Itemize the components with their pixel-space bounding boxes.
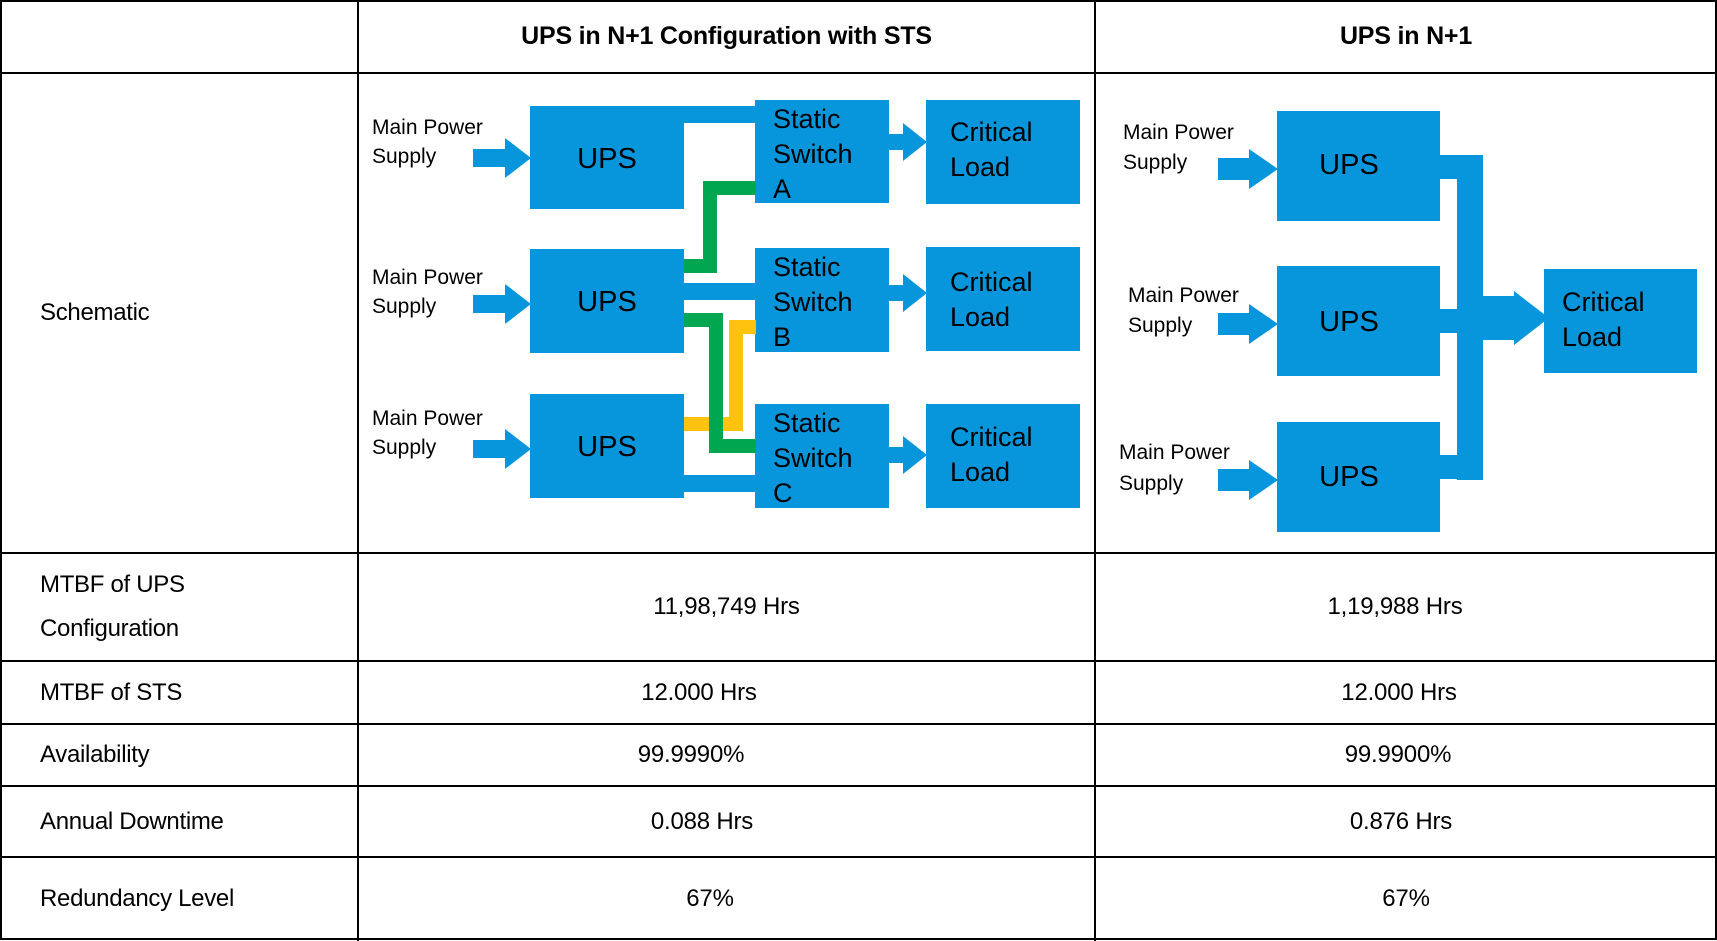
value-b-annual-downtime: 0.876 Hrs xyxy=(1349,807,1453,835)
supply-label-b1-line2: Supply xyxy=(1123,151,1188,174)
row-label-schematic: Schematic xyxy=(40,299,150,326)
value-a-annual-downtime: 0.088 Hrs xyxy=(650,807,754,835)
link-ups3-switch-c xyxy=(683,475,756,492)
switch-c-id: C xyxy=(773,478,793,508)
supply-label-a1-line1: Main Power xyxy=(372,116,483,139)
bus-output-arrow xyxy=(1483,291,1549,345)
supply-label-b1-line1: Main Power xyxy=(1123,121,1234,144)
critical-load-a-line2: Load xyxy=(950,152,1010,182)
supply-label-a3-line2: Supply xyxy=(372,436,437,459)
column-header-ups-n1-with-sts: UPS in N+1 Configuration with STS xyxy=(521,22,932,50)
supply-arrow-b3 xyxy=(1218,460,1278,500)
load-arrow-c xyxy=(888,436,927,474)
value-b-redundancy-level: 67% xyxy=(1382,885,1430,912)
supply-label-b3-line1: Main Power xyxy=(1119,441,1230,464)
switch-c-line1: Static xyxy=(773,408,841,438)
link-ups2-switch-b xyxy=(683,283,756,300)
ups-label-a3: UPS xyxy=(577,431,637,463)
supply-label-a2-line1: Main Power xyxy=(372,266,483,289)
supply-label-b2-line2: Supply xyxy=(1128,314,1193,337)
row-label-redundancy-level: Redundancy Level xyxy=(40,885,235,912)
critical-load-block-a xyxy=(926,100,1080,204)
column-header-ups-n1: UPS in N+1 xyxy=(1339,22,1473,50)
supply-arrow-b2 xyxy=(1218,304,1278,344)
green-path-ups2-switch-c xyxy=(684,313,756,453)
switch-a-line1: Static xyxy=(773,104,841,134)
critical-load-c-line2: Load xyxy=(950,457,1010,487)
switch-b-line1: Static xyxy=(773,252,841,282)
ups-label-b1: UPS xyxy=(1319,149,1379,181)
ups-label-a2: UPS xyxy=(577,286,637,318)
switch-a-id: A xyxy=(773,174,791,204)
ups-label-b3: UPS xyxy=(1319,461,1379,493)
ups-block-b3 xyxy=(1277,422,1440,532)
supply-arrow-3 xyxy=(473,429,531,469)
value-b-availability: 99.9900% xyxy=(1344,741,1452,768)
value-a-availability: 99.9990% xyxy=(637,741,745,768)
switch-c-line2: Switch xyxy=(773,443,853,473)
static-switch-b-block xyxy=(755,248,889,352)
link-ups1-switch-a xyxy=(683,106,756,123)
supply-label-a3-line1: Main Power xyxy=(372,407,483,430)
critical-load-a-line1: Critical xyxy=(950,117,1033,147)
supply-label-a1-line2: Supply xyxy=(372,145,437,168)
load-arrow-a xyxy=(888,123,927,161)
critical-load-block-single xyxy=(1544,269,1697,373)
bus-vertical xyxy=(1457,155,1483,480)
critical-load-b-line1: Critical xyxy=(950,267,1033,297)
value-b-mtbf-ups: 1,19,988 Hrs xyxy=(1327,593,1463,620)
critical-load-block-b xyxy=(926,247,1080,351)
supply-label-b3-line2: Supply xyxy=(1119,472,1184,495)
row-label-mtbf-sts: MTBF of STS xyxy=(40,678,183,706)
ups-label-a1: UPS xyxy=(577,143,637,175)
static-switch-c-block xyxy=(755,404,889,508)
ups-block-1 xyxy=(530,106,684,209)
row-label-availability: Availability xyxy=(40,741,150,768)
supply-arrow-1 xyxy=(473,138,531,178)
static-switch-a-block xyxy=(755,100,889,203)
value-b-mtbf-sts: 12.000 Hrs xyxy=(1341,678,1457,706)
supply-label-a2-line2: Supply xyxy=(372,295,437,318)
row-label-mtbf-ups: MTBF of UPS Configuration xyxy=(40,571,185,642)
value-a-mtbf-ups: 11,98,749 Hrs xyxy=(653,593,800,620)
row-label-annual-downtime: Annual Downtime xyxy=(40,807,224,835)
switch-b-line2: Switch xyxy=(773,287,853,317)
ups-block-b2 xyxy=(1277,266,1440,376)
supply-label-b2-line1: Main Power xyxy=(1128,284,1239,307)
ups-block-3 xyxy=(530,394,684,498)
critical-load-single-line1: Critical xyxy=(1562,287,1645,317)
supply-arrow-b1 xyxy=(1218,149,1278,189)
green-path-ups2-switch-a xyxy=(684,181,756,273)
value-a-redundancy-level: 67% xyxy=(686,885,734,912)
critical-load-b-line2: Load xyxy=(950,302,1010,332)
switch-b-id: B xyxy=(773,322,791,352)
ups-block-b1 xyxy=(1277,111,1440,221)
critical-load-block-c xyxy=(926,404,1080,508)
ups-label-b2: UPS xyxy=(1319,306,1379,338)
value-a-mtbf-sts: 12.000 Hrs xyxy=(641,678,757,706)
ups-block-2 xyxy=(530,249,684,353)
critical-load-single-line2: Load xyxy=(1562,322,1622,352)
supply-arrow-2 xyxy=(473,284,531,324)
switch-a-line2: Switch xyxy=(773,139,853,169)
load-arrow-b xyxy=(888,274,927,312)
critical-load-c-line1: Critical xyxy=(950,422,1033,452)
